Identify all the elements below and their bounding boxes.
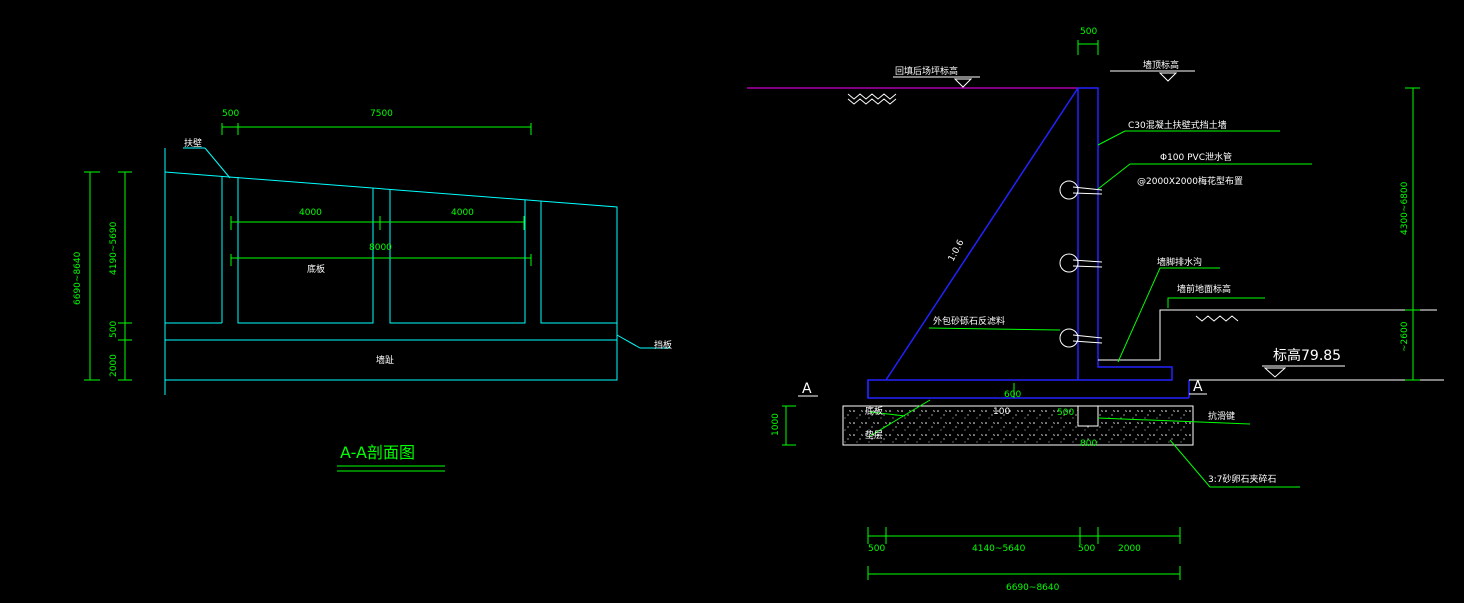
dim-100: 100 bbox=[993, 407, 1010, 417]
dim-6690-8640-left: 6690~8640 bbox=[73, 251, 83, 305]
left-inner-dimensions bbox=[230, 216, 532, 266]
wall-top-dimension bbox=[1077, 40, 1099, 55]
callout-leaders bbox=[869, 130, 1312, 488]
label-wall-top-elevation: 墙顶标高 bbox=[1143, 59, 1179, 71]
left-leaders bbox=[183, 147, 670, 349]
callout-pvc-spacing: @2000X2000梅花型布置 bbox=[1137, 175, 1243, 187]
elevation-triangle bbox=[1263, 367, 1287, 378]
label-base-plate: 底板 bbox=[865, 405, 883, 417]
left-top-dimension bbox=[221, 123, 532, 135]
dim-500-left: 500 bbox=[109, 321, 119, 338]
dim-4190-5690: 4190~5690 bbox=[109, 221, 119, 275]
label-bottom-plate: 底板 bbox=[307, 263, 325, 275]
dim-500-bottom-left: 500 bbox=[868, 544, 885, 554]
dim-8000: 8000 bbox=[369, 243, 392, 253]
dim-7500: 7500 bbox=[370, 109, 393, 119]
section-title: A-A剖面图 bbox=[340, 443, 415, 462]
dim-4000-left: 4000 bbox=[299, 208, 322, 218]
gravel-foundation bbox=[842, 405, 1194, 446]
callout-drain-ditch: 墙脚排水沟 bbox=[1157, 256, 1202, 268]
elevation-value: 标高79.85 bbox=[1273, 347, 1341, 364]
right-side-dimensions bbox=[1405, 87, 1420, 381]
left-outline bbox=[164, 148, 618, 395]
dim-500-key: 500 bbox=[1057, 408, 1074, 418]
dim-500-top: 500 bbox=[222, 109, 239, 119]
dim-4300-6800: 4300~6800 bbox=[1400, 181, 1410, 235]
label-heel: 挡板 bbox=[654, 339, 672, 351]
elevation-markers-top bbox=[893, 70, 1195, 88]
retaining-wall bbox=[867, 87, 1190, 399]
callout-gravel: 3:7砂卵石夹碎石 bbox=[1208, 473, 1277, 485]
front-ground bbox=[1098, 309, 1444, 381]
dim-1000-bracket bbox=[782, 405, 796, 446]
dim-500-bottom-mid: 500 bbox=[1078, 544, 1095, 554]
label-top-beam: 扶壁 bbox=[184, 137, 202, 149]
dim-2000-bottom: 2000 bbox=[1118, 544, 1141, 554]
label-backfill-elevation: 回填后场坪标高 bbox=[895, 65, 958, 77]
section-mark-a-right: A bbox=[1193, 379, 1203, 395]
anti-slide-key bbox=[1077, 405, 1099, 427]
callout-anti-slide-key: 抗滑键 bbox=[1208, 410, 1235, 422]
label-cushion: 垫层 bbox=[865, 429, 883, 441]
callout-wall-description: C30混凝土扶壁式挡土墙 bbox=[1128, 119, 1227, 131]
dim-4140-5640: 4140~5640 bbox=[972, 544, 1026, 554]
bottom-dimensions bbox=[867, 527, 1181, 580]
callout-filter-material: 外包砂砾石反滤料 bbox=[933, 315, 1005, 327]
callout-front-ground: 墙前地面标高 bbox=[1177, 283, 1231, 295]
dim-1000: 1000 bbox=[771, 413, 781, 436]
slope-ratio: 1:0.6 bbox=[947, 238, 967, 263]
dim-2600: ~2600 bbox=[1400, 321, 1410, 352]
callout-pvc-pipe: Φ100 PVC泄水管 bbox=[1160, 151, 1232, 163]
soil-hatch-back bbox=[847, 93, 897, 105]
right-section-drawing: 500 回填后场坪标高 墙顶标高 C30混凝土扶壁式挡土墙 Φ100 PVC泄水… bbox=[747, 27, 1444, 593]
label-wall-base: 墙趾 bbox=[376, 354, 394, 366]
dim-4000-right: 4000 bbox=[451, 208, 474, 218]
section-mark-a-left: A bbox=[802, 381, 812, 397]
left-section-drawing: 500 7500 4000 4000 8000 6690~8640 4190~ bbox=[73, 109, 672, 472]
dim-2000-left: 2000 bbox=[109, 354, 119, 377]
dim-500-wall-top: 500 bbox=[1080, 27, 1097, 37]
pvc-drains bbox=[1059, 180, 1103, 348]
dim-600: 600 bbox=[1004, 390, 1021, 400]
dim-6690-8640-bottom: 6690~8640 bbox=[1006, 583, 1060, 593]
dim-800: 800 bbox=[1080, 439, 1097, 449]
left-side-dimensions bbox=[84, 171, 132, 381]
